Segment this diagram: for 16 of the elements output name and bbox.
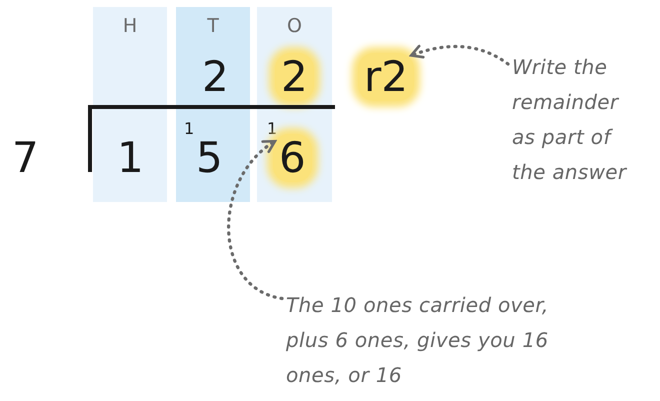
highlighted-digit: 2 (275, 53, 314, 101)
digit: 1 (111, 134, 150, 182)
highlighted-digit: 6 (273, 134, 312, 182)
dotted-arrow (227, 140, 284, 300)
column-heading: T (206, 15, 220, 37)
place-value-column (93, 7, 167, 202)
dotted-arrow (410, 44, 510, 66)
annotation-text: The 10 ones carried over, plus 6 ones, gives you 16 ones, or 16 (286, 288, 566, 393)
place-value-column (176, 7, 250, 202)
column-heading: O (286, 15, 303, 37)
annotation-text: Write the remainder as part of the answer (512, 50, 640, 190)
highlighted-digit: r2 (358, 53, 414, 101)
divisor: 7 (12, 134, 39, 182)
digit: 2 (196, 53, 235, 101)
place-value-column (257, 7, 332, 202)
column-heading: H (122, 15, 138, 37)
